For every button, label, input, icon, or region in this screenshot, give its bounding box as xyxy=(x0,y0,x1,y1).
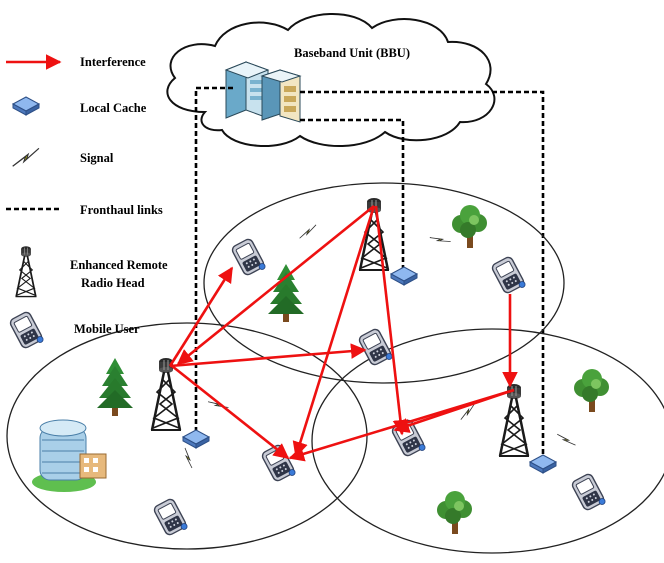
tree-icon xyxy=(97,358,133,416)
legend-mobile-user-label: Mobile User xyxy=(74,322,140,336)
tree-icon xyxy=(268,264,304,322)
interference-arrows xyxy=(168,204,518,462)
cache-icon xyxy=(182,429,210,449)
tree-icon xyxy=(437,491,472,534)
cache-icon xyxy=(529,454,557,474)
lightning-signal-icon xyxy=(296,224,319,239)
fronthaul-links xyxy=(194,86,545,458)
legend-rrh: Enhanced Remote Radio Head xyxy=(14,245,168,298)
cache-icon xyxy=(390,266,418,286)
mobile-phone-icon xyxy=(357,327,394,369)
cell-boundaries xyxy=(6,182,664,554)
tree-icon xyxy=(452,205,487,248)
legend-fronthaul-label: Fronthaul links xyxy=(80,203,163,217)
mobile-phone-icon xyxy=(152,497,189,539)
building-icon xyxy=(32,419,107,492)
lightning-signal-icon xyxy=(429,231,452,248)
legend-mobile-user: Mobile User xyxy=(8,310,140,352)
lightning-signal-icon xyxy=(184,447,193,469)
tower-icon xyxy=(14,245,38,298)
legend-local-cache-label: Local Cache xyxy=(80,101,147,115)
cloud-icon xyxy=(166,12,496,147)
legend-rrh-label-2: Radio Head xyxy=(81,276,145,290)
legend-interference: Interference xyxy=(6,54,146,70)
lightning-signal-icon xyxy=(556,429,576,450)
legend-local-cache: Local Cache xyxy=(12,96,147,116)
legend-signal: Signal xyxy=(9,147,114,167)
lightning-signal-icon xyxy=(9,147,43,167)
legend-signal-label: Signal xyxy=(80,151,114,165)
cache-icon xyxy=(12,96,40,116)
mobile-phone-icon xyxy=(570,472,607,514)
legend-interference-label: Interference xyxy=(80,55,146,69)
legend-fronthaul: Fronthaul links xyxy=(6,203,163,217)
mobile-phone-icon xyxy=(490,255,527,297)
legend: Interference Local Cache Signal Fronthau… xyxy=(6,54,168,352)
mobile-phone-icon xyxy=(8,310,45,352)
bbu-title: Baseband Unit (BBU) xyxy=(294,46,410,60)
server-rack-icon xyxy=(224,61,302,123)
mobile-phone-icon xyxy=(230,237,267,279)
legend-rrh-label-1: Enhanced Remote xyxy=(70,258,168,272)
tree-icon xyxy=(574,369,609,412)
